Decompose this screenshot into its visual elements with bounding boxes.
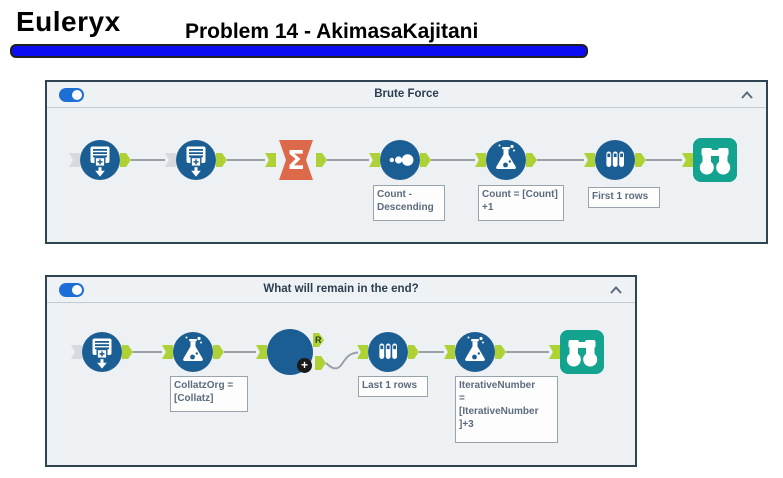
formula-flask-icon xyxy=(173,332,213,372)
toggle-knob xyxy=(72,90,82,100)
output-anchor[interactable] xyxy=(635,153,646,167)
input-anchor[interactable] xyxy=(256,345,267,359)
sample-test-tubes-icon xyxy=(595,140,635,180)
output-anchor[interactable] xyxy=(316,153,327,167)
tool-container-remain: What will remain in the end? xyxy=(45,275,637,467)
container-enable-toggle[interactable] xyxy=(59,283,84,297)
output-anchor[interactable] xyxy=(526,153,537,167)
input-anchor[interactable] xyxy=(162,345,173,359)
browse-binoculars-icon xyxy=(693,138,737,182)
tool-generate-rows[interactable] xyxy=(82,332,122,377)
annotation-sort[interactable]: Count - Descending xyxy=(373,185,445,221)
input-anchor[interactable] xyxy=(69,153,80,167)
svg-text:Σ: Σ xyxy=(287,146,305,176)
generate-rows-icon xyxy=(176,140,216,180)
toggle-knob xyxy=(72,285,82,295)
browse-binoculars-icon xyxy=(560,330,604,374)
output-anchor[interactable] xyxy=(122,345,133,359)
output-anchor[interactable] xyxy=(120,153,131,167)
input-anchor[interactable] xyxy=(475,153,486,167)
anchor-label: R xyxy=(315,335,322,345)
tool-browse[interactable] xyxy=(560,330,604,379)
tool-sample[interactable] xyxy=(368,332,408,377)
output-anchor[interactable] xyxy=(420,153,431,167)
input-anchor[interactable] xyxy=(165,153,176,167)
macro-r-output-anchor[interactable]: R xyxy=(313,333,324,347)
tool-formula[interactable] xyxy=(455,332,495,377)
generate-rows-icon xyxy=(82,332,122,372)
input-anchor[interactable] xyxy=(369,153,380,167)
tool-generate-rows[interactable] xyxy=(80,140,120,185)
tool-browse[interactable] xyxy=(693,138,737,187)
annotation-sample[interactable]: First 1 rows xyxy=(588,187,660,208)
tool-formula[interactable] xyxy=(486,140,526,185)
input-anchor[interactable] xyxy=(71,345,82,359)
output-anchor[interactable] xyxy=(213,345,224,359)
output-anchor[interactable] xyxy=(315,356,326,370)
container-title: Brute Force xyxy=(374,88,439,100)
input-anchor[interactable] xyxy=(265,153,276,167)
page-title: Problem 14 - AkimasaKajitani xyxy=(185,20,479,43)
annotation-formula[interactable]: CollatzOrg = [Collatz] xyxy=(170,376,248,412)
tool-sort[interactable] xyxy=(380,140,420,185)
tool-generate-rows[interactable] xyxy=(176,140,216,185)
app-logo: Euleryx xyxy=(16,6,121,37)
generate-rows-icon xyxy=(80,140,120,180)
sort-icon xyxy=(380,140,420,180)
container-header[interactable]: Brute Force xyxy=(47,82,766,108)
tool-sample[interactable] xyxy=(595,140,635,185)
container-enable-toggle[interactable] xyxy=(59,88,84,102)
output-anchor[interactable] xyxy=(408,345,419,359)
tool-summarize[interactable]: Σ xyxy=(276,138,316,187)
summarize-sigma-icon: Σ xyxy=(279,140,313,180)
formula-flask-icon xyxy=(455,332,495,372)
output-anchor[interactable] xyxy=(216,153,227,167)
sample-test-tubes-icon xyxy=(368,332,408,372)
input-anchor[interactable] xyxy=(549,345,560,359)
annotation-formula[interactable]: Count = [Count] +1 xyxy=(478,185,564,221)
chevron-up-icon[interactable] xyxy=(740,90,754,100)
input-anchor[interactable] xyxy=(682,153,693,167)
macro-plus-badge: + xyxy=(297,358,312,373)
formula-flask-icon xyxy=(486,140,526,180)
annotation-formula[interactable]: IterativeNumber = [IterativeNumber ]+3 xyxy=(455,376,558,443)
annotation-sample[interactable]: Last 1 rows xyxy=(358,376,428,397)
input-anchor[interactable] xyxy=(357,345,368,359)
container-title: What will remain in the end? xyxy=(263,283,419,295)
container-header[interactable]: What will remain in the end? xyxy=(47,277,635,303)
chevron-up-icon[interactable] xyxy=(609,285,623,295)
output-anchor[interactable] xyxy=(495,345,506,359)
input-anchor[interactable] xyxy=(444,345,455,359)
title-underline-bar xyxy=(10,44,588,58)
input-anchor[interactable] xyxy=(584,153,595,167)
tool-formula[interactable] xyxy=(173,332,213,377)
